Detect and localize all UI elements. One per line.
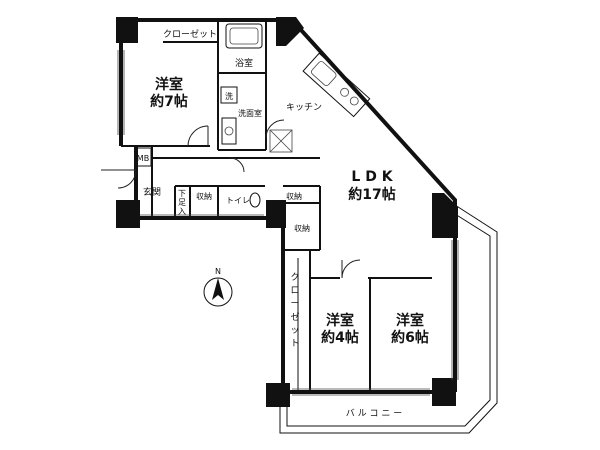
- doors: [101, 119, 361, 279]
- balcony: [279, 204, 498, 434]
- kitchen-counter-icon: [302, 52, 371, 118]
- wash-symbol: 洗: [225, 91, 233, 101]
- bathtub-icon: [225, 23, 263, 49]
- closet-side-char-3: ー: [290, 299, 299, 309]
- room-name-western-7: 洋室: [155, 76, 183, 93]
- room-size-western-6: 約6帖: [391, 329, 429, 346]
- windows: [117, 50, 459, 396]
- shoe-storage-char-2: 足: [178, 198, 186, 207]
- storage-1-label: 収納: [196, 191, 212, 201]
- fridge-space-icon: [269, 129, 293, 153]
- closet-side-char-2: ロ: [290, 286, 299, 296]
- room-name-western-4: 洋室: [326, 312, 354, 329]
- toilet-label: トイレ: [226, 196, 250, 205]
- room-size-western-7: 約7帖: [150, 93, 188, 110]
- fixtures: [220, 23, 371, 208]
- closet-side-char-4: ゼ: [290, 311, 299, 323]
- storage-2-label: 収納: [286, 191, 302, 201]
- washbasin-icon: [221, 117, 237, 145]
- north-arrow-icon: N: [203, 267, 233, 307]
- mb-box: [134, 147, 152, 167]
- mb-label: MB: [137, 154, 149, 163]
- bathroom-label: 浴室: [235, 57, 253, 69]
- storage-3-label: 収納: [294, 223, 310, 233]
- room-name-western-6: 洋室: [396, 312, 424, 329]
- balcony-label: バ ル コ ニ ー: [346, 408, 402, 419]
- closet-side-char-1: ク: [290, 272, 299, 283]
- entrance-label: 玄関: [143, 186, 161, 198]
- structural-columns: [116, 17, 458, 407]
- washing-machine-icon: [220, 86, 238, 104]
- room-name-ldk: L D K: [351, 169, 393, 185]
- closet-side-char-5: ッ: [290, 326, 299, 336]
- room-size-western-4: 約4帖: [321, 329, 359, 346]
- shoe-storage-char-1: 下: [178, 189, 186, 198]
- interior-walls: [121, 20, 432, 392]
- kitchen-label: キッチン: [286, 102, 322, 113]
- room-size-ldk: 約17帖: [348, 186, 395, 203]
- shoe-storage-char-3: 入: [178, 207, 186, 216]
- closet-side-char-6: ト: [290, 339, 299, 349]
- toilet-icon: [249, 192, 261, 208]
- closet-top-label: クローゼット: [163, 28, 217, 40]
- compass-label: N: [215, 267, 221, 276]
- washroom-label: 洗面室: [238, 108, 262, 118]
